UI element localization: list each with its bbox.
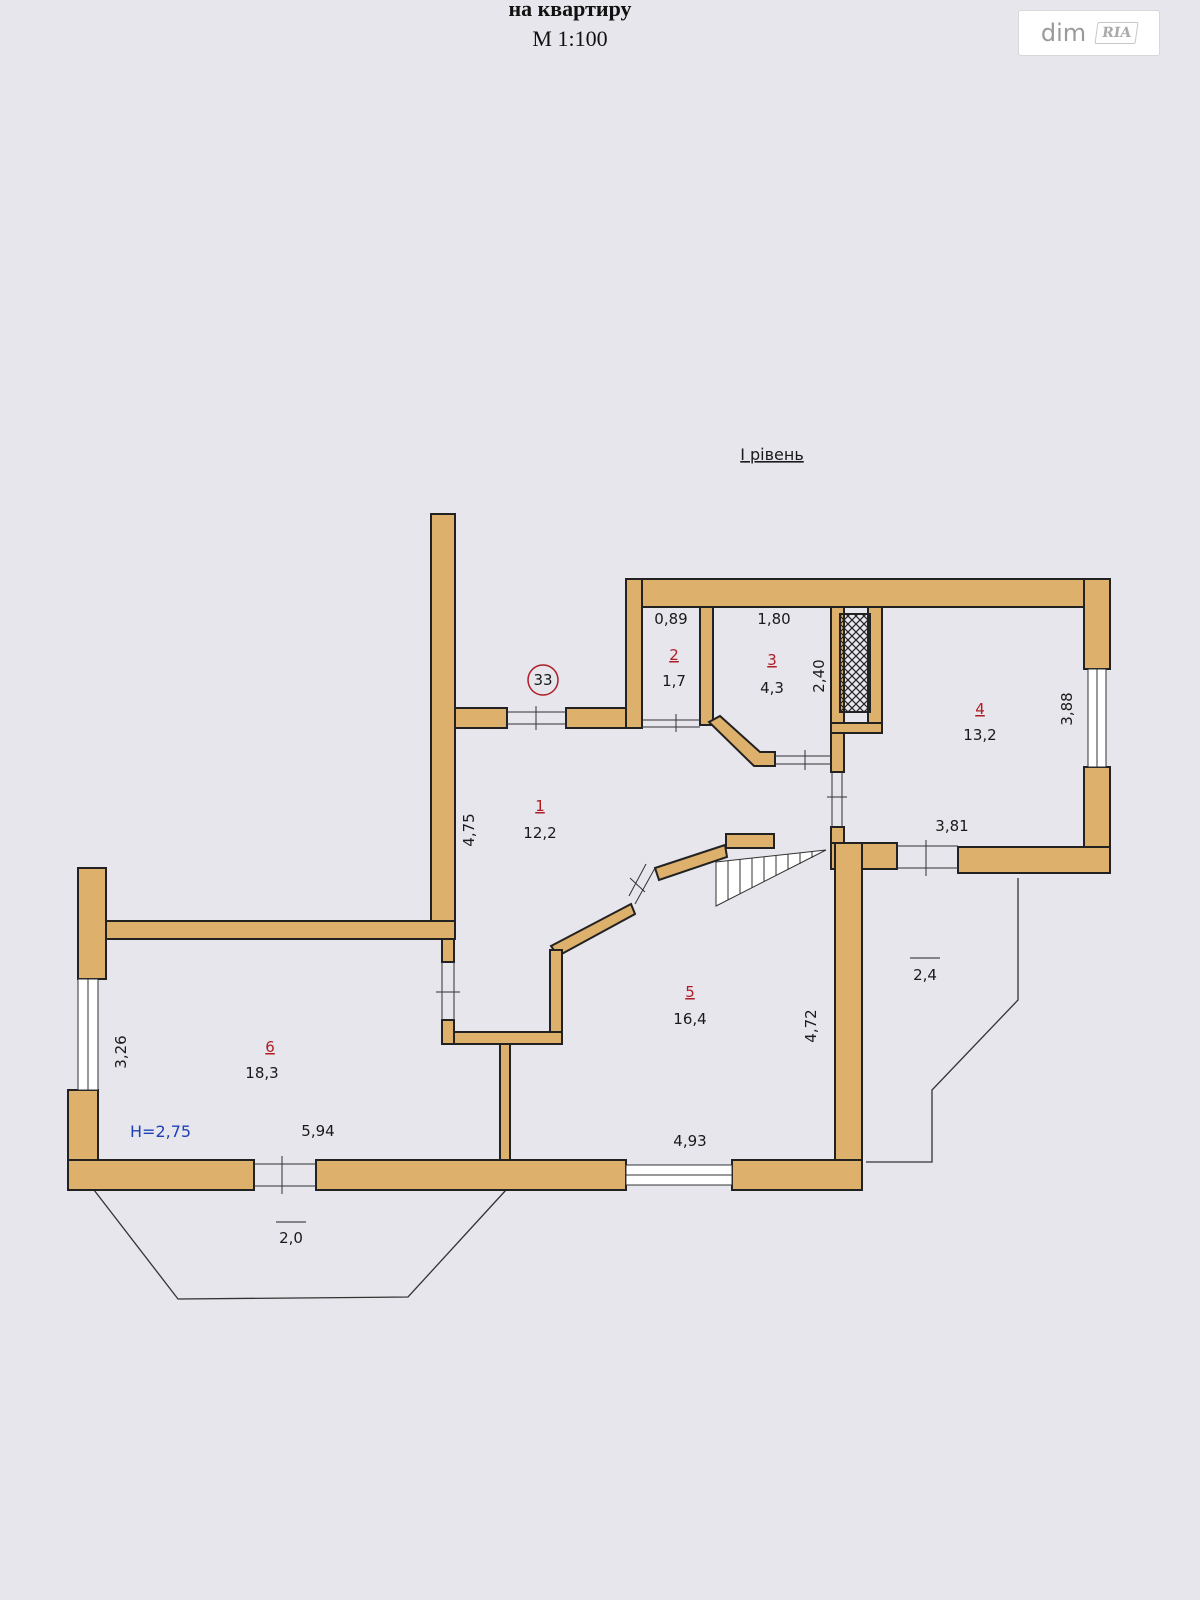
- balcony-south-area: 2,0: [279, 1229, 303, 1247]
- room-4-number: 4: [975, 700, 985, 718]
- level-label: І рівень: [740, 445, 804, 464]
- dimension-0-89: 0,89: [654, 610, 687, 628]
- room-5-number: 5: [685, 983, 695, 1001]
- room-2-number: 2: [669, 646, 679, 664]
- logo-dim-text: dim: [1040, 19, 1087, 47]
- document-title: на квартиру: [508, 0, 632, 21]
- room-1-number: 1: [535, 797, 545, 815]
- balcony-east-area: 2,4: [913, 966, 937, 984]
- dimension-4-93: 4,93: [673, 1132, 706, 1150]
- balcony-outline-south: [93, 1189, 507, 1300]
- room-6-area: 18,3: [245, 1064, 278, 1082]
- walls: [67, 513, 1111, 1191]
- apartment-marker-number: 33: [533, 671, 552, 689]
- balcony-outline-east: [866, 878, 1019, 1163]
- ceiling-height-note: Н=2,75: [130, 1122, 191, 1141]
- dimension-3-26: 3,26: [112, 1035, 130, 1068]
- room-3-number: 3: [767, 651, 777, 669]
- windows: [77, 668, 1107, 1186]
- dimension-3-81: 3,81: [935, 817, 968, 835]
- room-1-area: 12,2: [523, 824, 556, 842]
- dimension-4-72: 4,72: [802, 1009, 820, 1042]
- room-5-area: 16,4: [673, 1010, 706, 1028]
- dimension-5-94: 5,94: [301, 1122, 334, 1140]
- room-2-area: 1,7: [662, 672, 686, 690]
- document-scale: М 1:100: [532, 26, 608, 51]
- doors: [254, 706, 958, 1194]
- ventilation-shaft: [839, 613, 871, 713]
- dimension-4-75: 4,75: [460, 813, 478, 846]
- room-6-number: 6: [265, 1038, 275, 1056]
- room-4-area: 13,2: [963, 726, 996, 744]
- dimension-3-88: 3,88: [1058, 692, 1076, 725]
- room-3-area: 4,3: [760, 679, 784, 697]
- dimension-1-80: 1,80: [757, 610, 790, 628]
- dimension-2-40: 2,40: [810, 659, 828, 692]
- apartment-marker-circle: [527, 664, 559, 696]
- staircase-steps: [727, 852, 813, 900]
- staircase: [715, 849, 827, 907]
- dim-ria-logo: dim RIA: [1018, 10, 1160, 56]
